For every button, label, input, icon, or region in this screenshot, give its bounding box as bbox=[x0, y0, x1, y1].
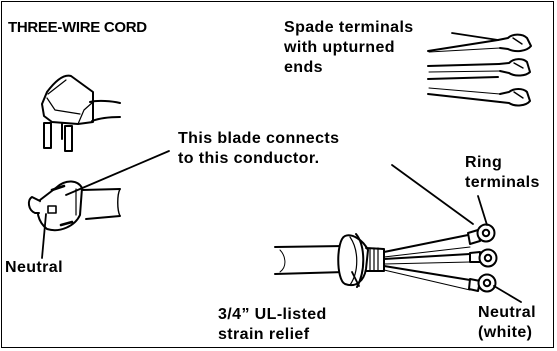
ring-terminals-label: Ring terminals bbox=[465, 154, 540, 191]
neutral-white-label: Neutral (white) bbox=[478, 304, 536, 341]
leader-strain-relief bbox=[351, 271, 360, 287]
leader-neutral-plug bbox=[41, 213, 47, 259]
leader-blade-plug bbox=[65, 150, 170, 196]
leader-ring bbox=[477, 195, 488, 226]
leader-spade bbox=[451, 32, 499, 41]
strain-relief-label: 3/4” UL-listed strain relief bbox=[218, 306, 327, 343]
plug-face-icon bbox=[27, 180, 121, 232]
neutral-plug-label: Neutral bbox=[5, 259, 63, 276]
leader-lines bbox=[41, 32, 522, 303]
ring-terminal-cord-icon bbox=[274, 223, 498, 293]
leader-blade-conductor bbox=[391, 164, 474, 225]
spade-terminal-cord-icon bbox=[427, 33, 532, 107]
spade-terminals-label: Spade terminals with upturned ends bbox=[284, 19, 414, 76]
blade-connects-label: This blade connects to this conductor. bbox=[178, 130, 340, 167]
diagram-title: THREE-WIRE CORD bbox=[8, 19, 147, 36]
plug-side-view-icon bbox=[41, 74, 121, 152]
leader-neutral-white bbox=[493, 285, 522, 303]
